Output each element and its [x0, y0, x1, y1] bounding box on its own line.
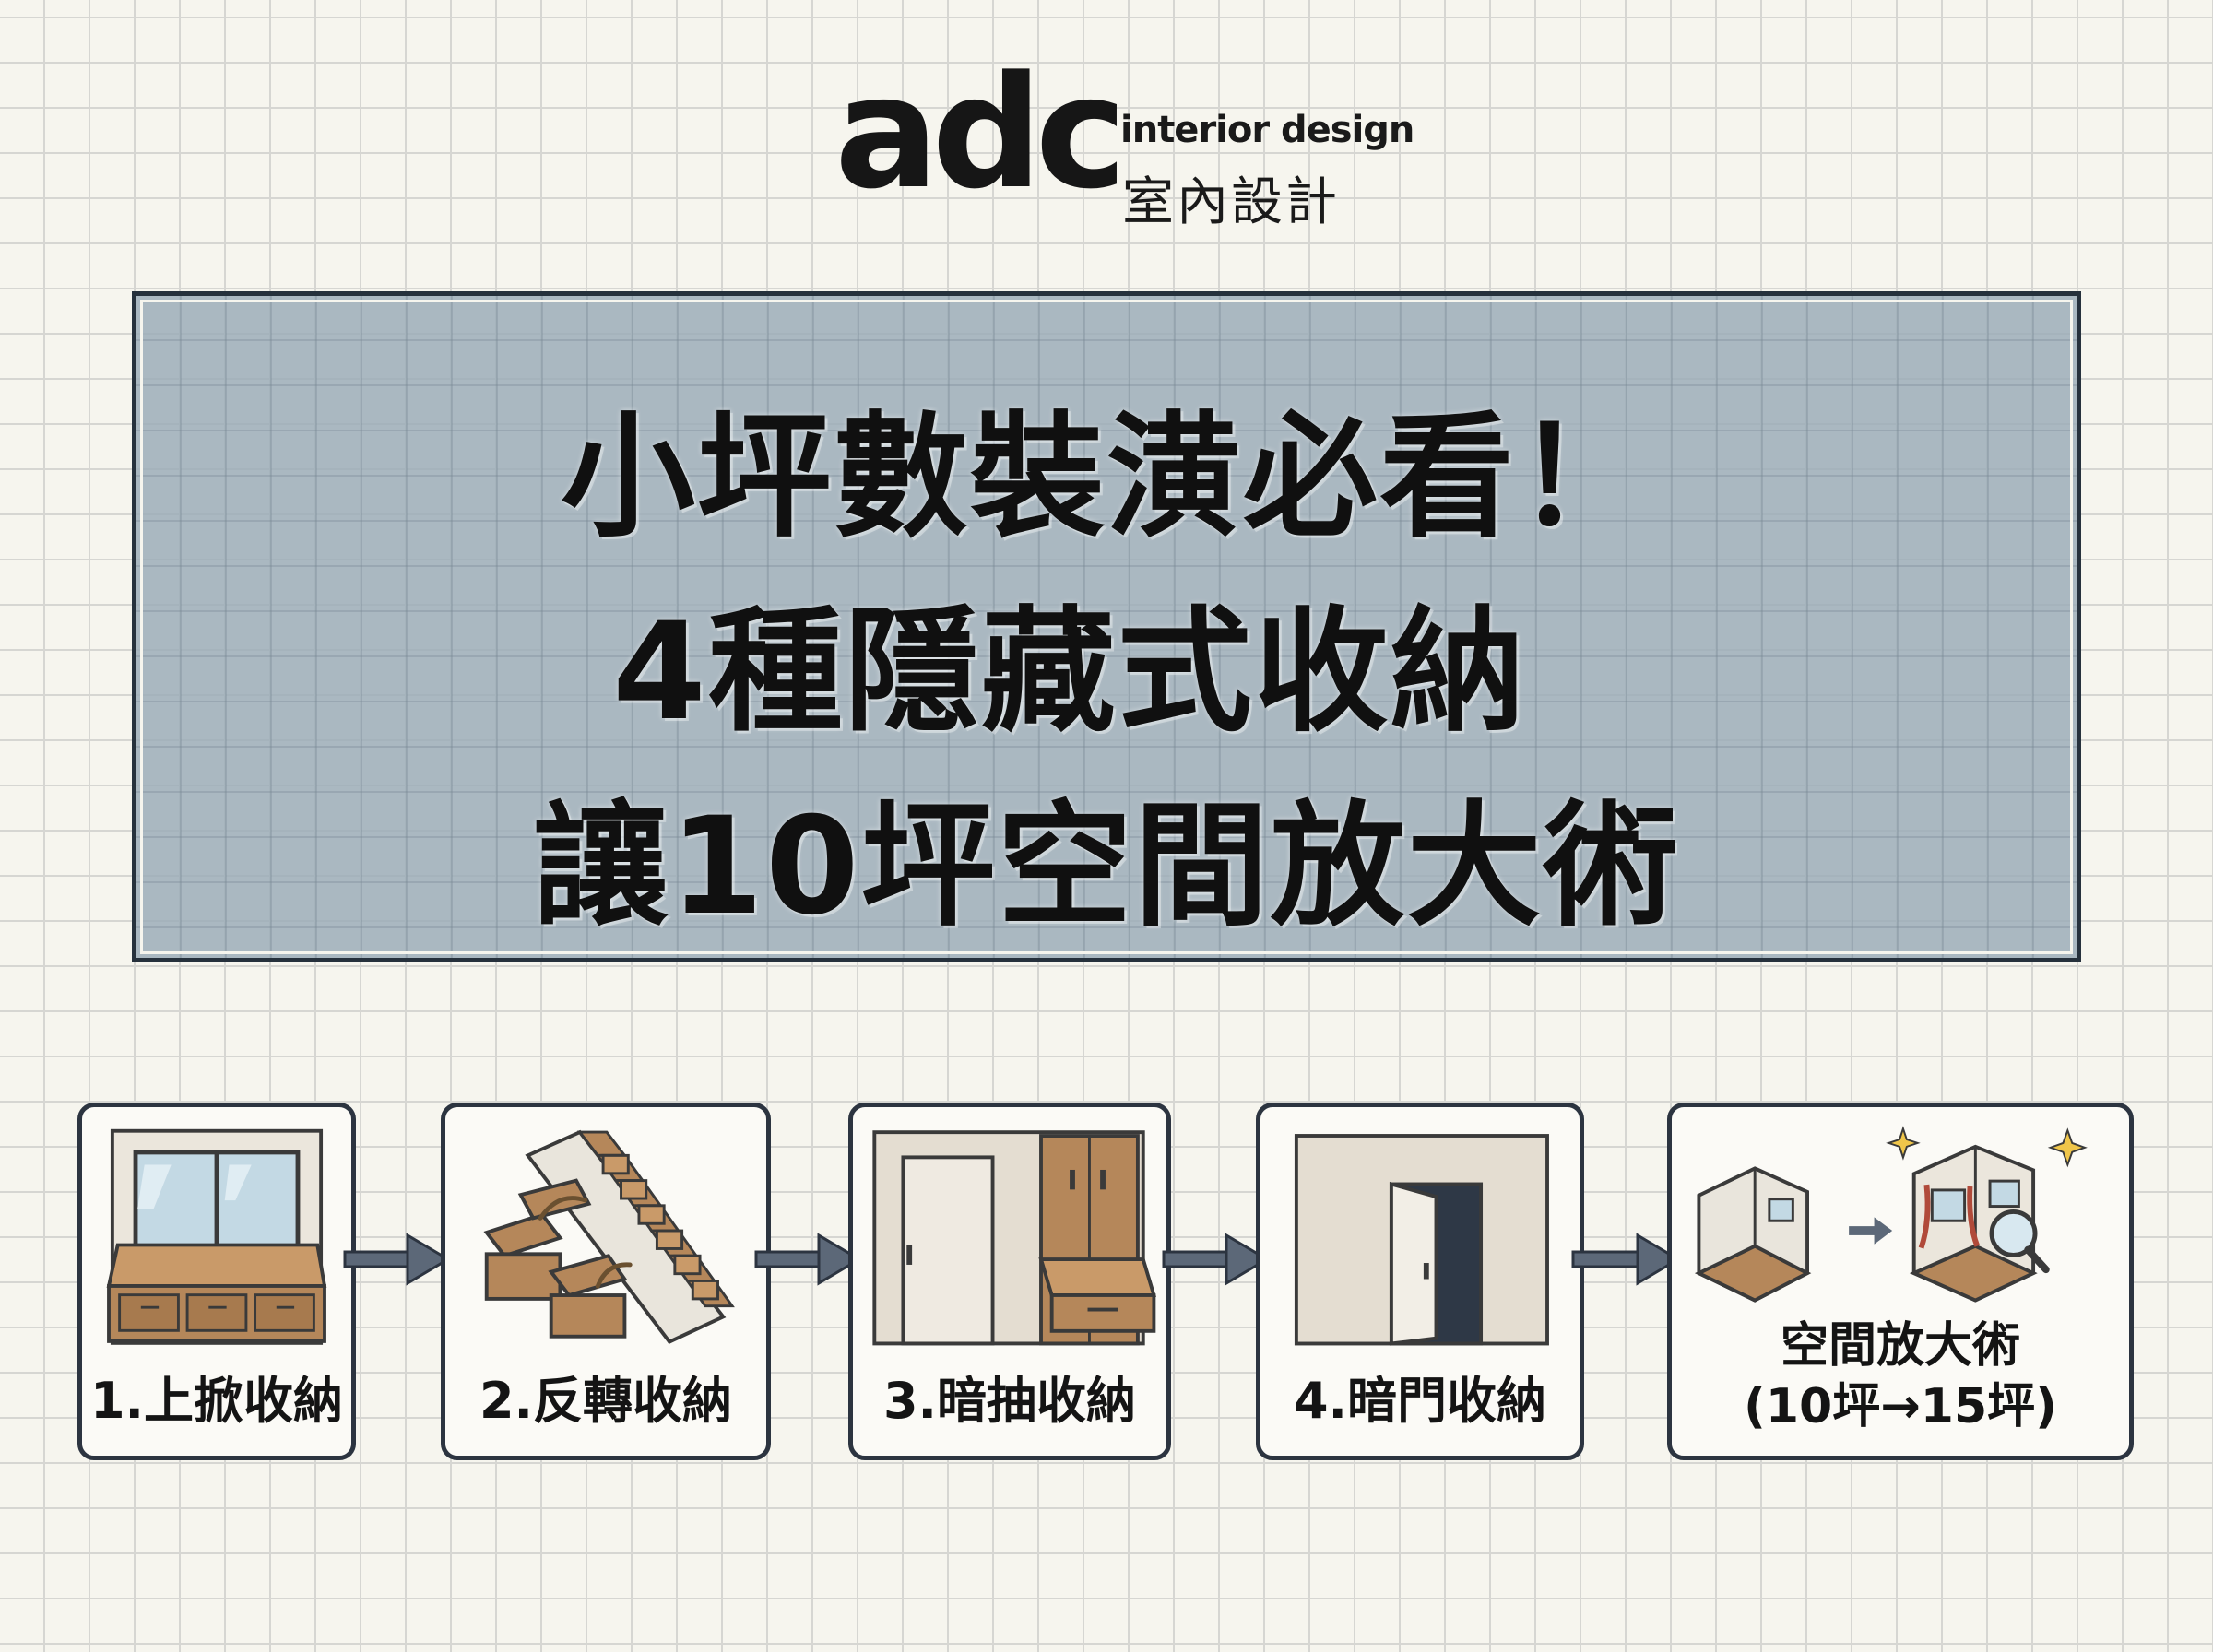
logo-chinese-text: 室內設計	[1122, 172, 1340, 232]
headline-line-1: 小坪數裝潢必看！	[561, 399, 1652, 556]
step-5-label-line-2: (10坪→15坪)	[1744, 1379, 2057, 1434]
step-card-5: 空間放大術 (10坪→15坪)	[1667, 1103, 2134, 1460]
arrow-right-icon	[754, 1232, 865, 1287]
arrow-right-icon	[1571, 1232, 1684, 1287]
arrow-right-icon	[343, 1232, 454, 1287]
title-panel: 小坪數裝潢必看！ 4種隱藏式收納 讓10坪空間放大術	[132, 291, 2081, 962]
step-card-1: 1.上掀收納	[77, 1103, 356, 1460]
hidden-drawer-cabinet-icon	[872, 1130, 1157, 1346]
logo-english-text: interior design	[1120, 109, 1414, 151]
step-1-label: 1.上掀收納	[89, 1372, 344, 1430]
headline-line-3: 讓10坪空間放大術	[533, 788, 1680, 945]
step-4-label: 4.暗門收納	[1293, 1372, 1547, 1430]
step-2-label: 2.反轉收納	[479, 1372, 733, 1430]
step-card-2: 2.反轉收納	[441, 1103, 771, 1460]
step-5-label-line-1: 空間放大術	[1780, 1318, 2020, 1374]
room-expansion-icon	[1694, 1126, 2088, 1303]
step-3-label: 3.暗抽收納	[882, 1372, 1137, 1430]
headline-line-2: 4種隱藏式收納	[612, 594, 1527, 750]
logo: adc interior design 室內設計	[834, 55, 1414, 232]
step-card-4: 4.暗門收納	[1256, 1103, 1584, 1460]
hidden-door-icon	[1294, 1134, 1549, 1346]
step-card-3: 3.暗抽收納	[848, 1103, 1171, 1460]
window-bench-storage-icon	[106, 1128, 327, 1345]
staircase-drawer-storage-icon	[483, 1129, 735, 1344]
logo-mark: adc	[834, 42, 1127, 223]
arrow-right-icon	[1162, 1232, 1272, 1287]
